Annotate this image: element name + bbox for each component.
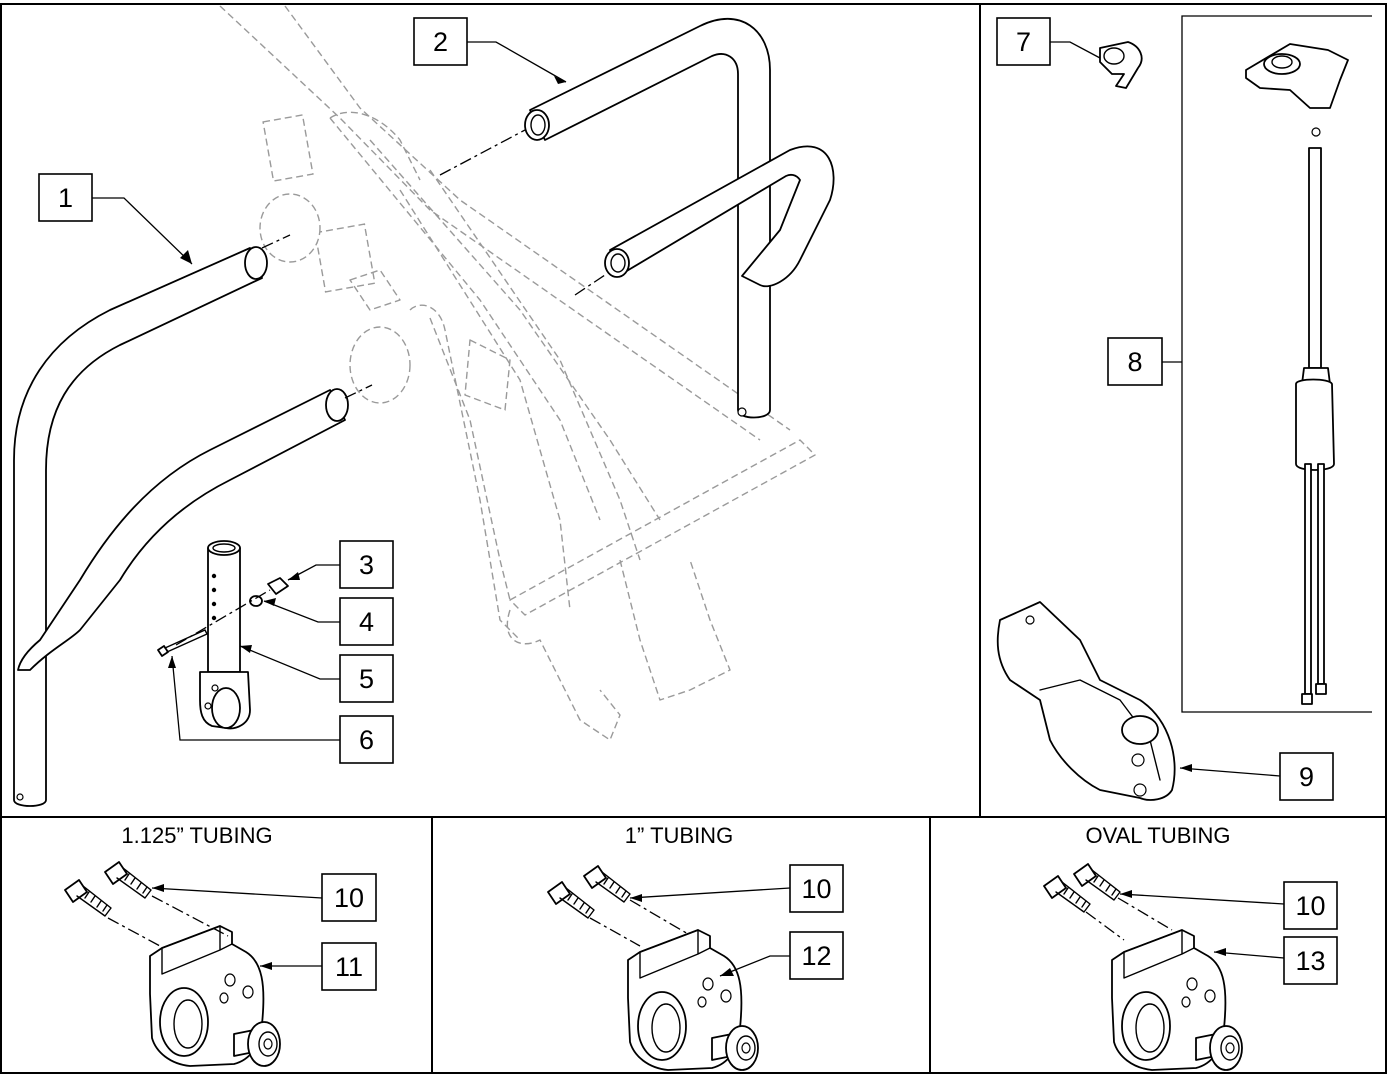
part-2-handle-tube xyxy=(524,17,835,419)
callout-9: 9 xyxy=(1279,752,1334,801)
part-7-clip xyxy=(1099,41,1143,89)
panel-title-1-tubing: 1” TUBING xyxy=(625,823,733,848)
callout-2-label: 2 xyxy=(433,27,448,57)
panel-title-oval-tubing: OVAL TUBING xyxy=(1085,823,1230,848)
callout-12-label: 12 xyxy=(801,941,831,971)
callout-10-b-label: 10 xyxy=(801,874,831,904)
callout-12: 12 xyxy=(789,931,844,980)
ghost-chair-frame xyxy=(219,5,816,741)
callout-8: 8 xyxy=(1107,337,1163,386)
part-1-side-tube xyxy=(13,246,349,807)
callout-4: 4 xyxy=(339,597,394,646)
callout-13-label: 13 xyxy=(1295,946,1325,976)
callout-8-label: 8 xyxy=(1127,347,1142,377)
callout-1-label: 1 xyxy=(58,183,73,213)
callout-10-b: 10 xyxy=(789,864,844,913)
callout-5: 5 xyxy=(339,654,394,703)
callout-6-label: 6 xyxy=(359,725,374,755)
callout-10-a: 10 xyxy=(321,873,377,922)
caster-assembly xyxy=(157,540,289,730)
part-8-bracket xyxy=(1181,15,1372,713)
callout-5-label: 5 xyxy=(359,664,374,694)
receiver-oval xyxy=(1043,863,1243,1071)
receiver-1125 xyxy=(64,861,281,1067)
part-9-release-handle xyxy=(996,601,1176,801)
part-8-cable-release xyxy=(1245,43,1349,705)
callout-2: 2 xyxy=(413,17,468,66)
callout-10-c: 10 xyxy=(1283,881,1338,930)
callout-7-label: 7 xyxy=(1016,27,1031,57)
callout-13: 13 xyxy=(1283,936,1338,985)
receiver-1 xyxy=(547,865,759,1071)
callout-3: 3 xyxy=(339,540,394,589)
leader-lines xyxy=(92,41,1285,977)
callout-1: 1 xyxy=(38,173,93,222)
callout-11: 11 xyxy=(321,942,377,991)
outer-border xyxy=(0,3,1387,1074)
callout-3-label: 3 xyxy=(359,550,374,580)
callout-11-label: 11 xyxy=(335,952,363,982)
callout-10-a-label: 10 xyxy=(334,883,364,913)
panel-title-1125-tubing: 1.125” TUBING xyxy=(121,823,272,848)
alignment-lines xyxy=(261,129,606,399)
callout-7: 7 xyxy=(996,17,1051,66)
arrow-heads xyxy=(152,76,1226,976)
callout-10-c-label: 10 xyxy=(1295,891,1325,921)
callout-9-label: 9 xyxy=(1299,762,1314,792)
callout-6: 6 xyxy=(339,715,394,764)
callout-4-label: 4 xyxy=(359,607,374,637)
